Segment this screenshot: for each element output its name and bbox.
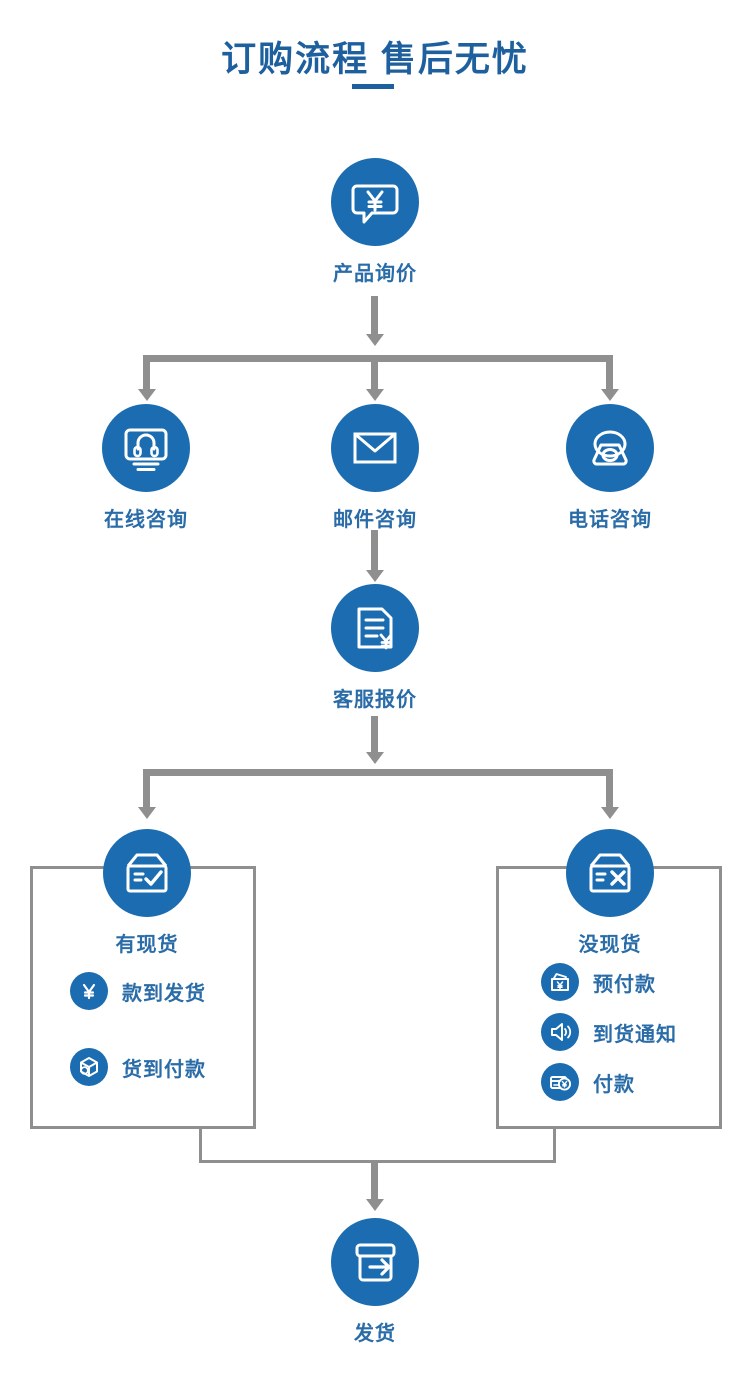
out-of-stock-item-label: 到货通知 — [593, 1023, 677, 1046]
document-yen-icon — [331, 584, 419, 672]
node-label: 没现货 — [578, 934, 642, 956]
connector-quote-down — [371, 716, 378, 754]
node-service-quote[interactable]: 客服报价 — [331, 584, 419, 712]
connector-outstock-down — [606, 769, 613, 809]
connector-instock-arrow — [137, 807, 156, 819]
monitor-headset-icon — [102, 404, 190, 492]
envelope-icon — [331, 404, 419, 492]
parcel-box-icon — [70, 1048, 108, 1086]
node-out-of-stock[interactable]: 没现货 — [566, 829, 654, 957]
out-of-stock-item-payment[interactable]: 付款 — [541, 1063, 635, 1101]
out-of-stock-item-arrival-notice[interactable]: 到货通知 — [541, 1013, 677, 1051]
node-label: 在线咨询 — [104, 509, 188, 531]
page-title: 订购流程 售后无忧 — [0, 36, 750, 84]
box-cross-icon — [566, 829, 654, 917]
connector-split-bar-stock — [143, 769, 613, 776]
connector-merge-bar — [199, 1160, 556, 1163]
connector-branch-mid-arrow — [365, 389, 384, 401]
connector-merge-down — [371, 1163, 378, 1201]
connector-inquiry-down — [371, 296, 378, 336]
node-phone-consult[interactable]: 电话咨询 — [566, 404, 654, 532]
connector-instock-merge-drop — [199, 1129, 202, 1163]
node-label: 客服报价 — [333, 689, 417, 711]
connector-branch-right-arrow — [600, 389, 619, 401]
connector-outstock-arrow — [600, 807, 619, 819]
yen-circle-icon — [70, 972, 108, 1010]
connector-branch-right-down — [606, 355, 613, 391]
node-label: 产品询价 — [333, 263, 417, 285]
connector-inquiry-arrow — [365, 334, 384, 346]
out-of-stock-item-label: 预付款 — [593, 973, 656, 996]
node-label: 邮件咨询 — [333, 509, 417, 531]
connector-merge-arrow — [365, 1199, 384, 1211]
node-product-inquiry[interactable]: 产品询价 — [331, 158, 419, 286]
connector-branch-mid-down — [371, 355, 378, 391]
node-label: 发货 — [354, 1323, 396, 1345]
node-email-consult[interactable]: 邮件咨询 — [331, 404, 419, 532]
out-of-stock-item-label: 付款 — [593, 1073, 635, 1096]
in-stock-item-label: 款到发货 — [122, 982, 206, 1005]
in-stock-item-pay-first[interactable]: 款到发货 — [70, 972, 206, 1010]
connector-email-to-quote — [371, 530, 378, 572]
box-arrow-right-icon — [331, 1218, 419, 1306]
page-title-text: 订购流程 售后无忧 — [221, 40, 529, 79]
connector-split-bar-top — [143, 355, 613, 362]
telephone-icon — [566, 404, 654, 492]
title-underline-accent — [352, 84, 394, 89]
node-ship-out[interactable]: 发货 — [331, 1218, 419, 1346]
node-in-stock[interactable]: 有现货 — [103, 829, 191, 957]
connector-quote-arrow — [365, 752, 384, 764]
node-label: 有现货 — [115, 934, 179, 956]
connector-email-to-quote-arrow — [365, 570, 384, 582]
in-stock-item-cod[interactable]: 货到付款 — [70, 1048, 206, 1086]
connector-outstock-merge-drop — [553, 1129, 556, 1163]
connector-instock-down — [143, 769, 150, 809]
speaker-announce-icon — [541, 1013, 579, 1051]
speech-bubble-yen-icon — [331, 158, 419, 246]
wallet-yen-icon — [541, 963, 579, 1001]
card-yen-icon — [541, 1063, 579, 1101]
box-check-icon — [103, 829, 191, 917]
out-of-stock-item-prepay[interactable]: 预付款 — [541, 963, 656, 1001]
connector-branch-left-arrow — [137, 389, 156, 401]
connector-branch-left-down — [143, 355, 150, 391]
in-stock-item-label: 货到付款 — [122, 1058, 206, 1081]
node-online-consult[interactable]: 在线咨询 — [102, 404, 190, 532]
node-label: 电话咨询 — [568, 509, 652, 531]
